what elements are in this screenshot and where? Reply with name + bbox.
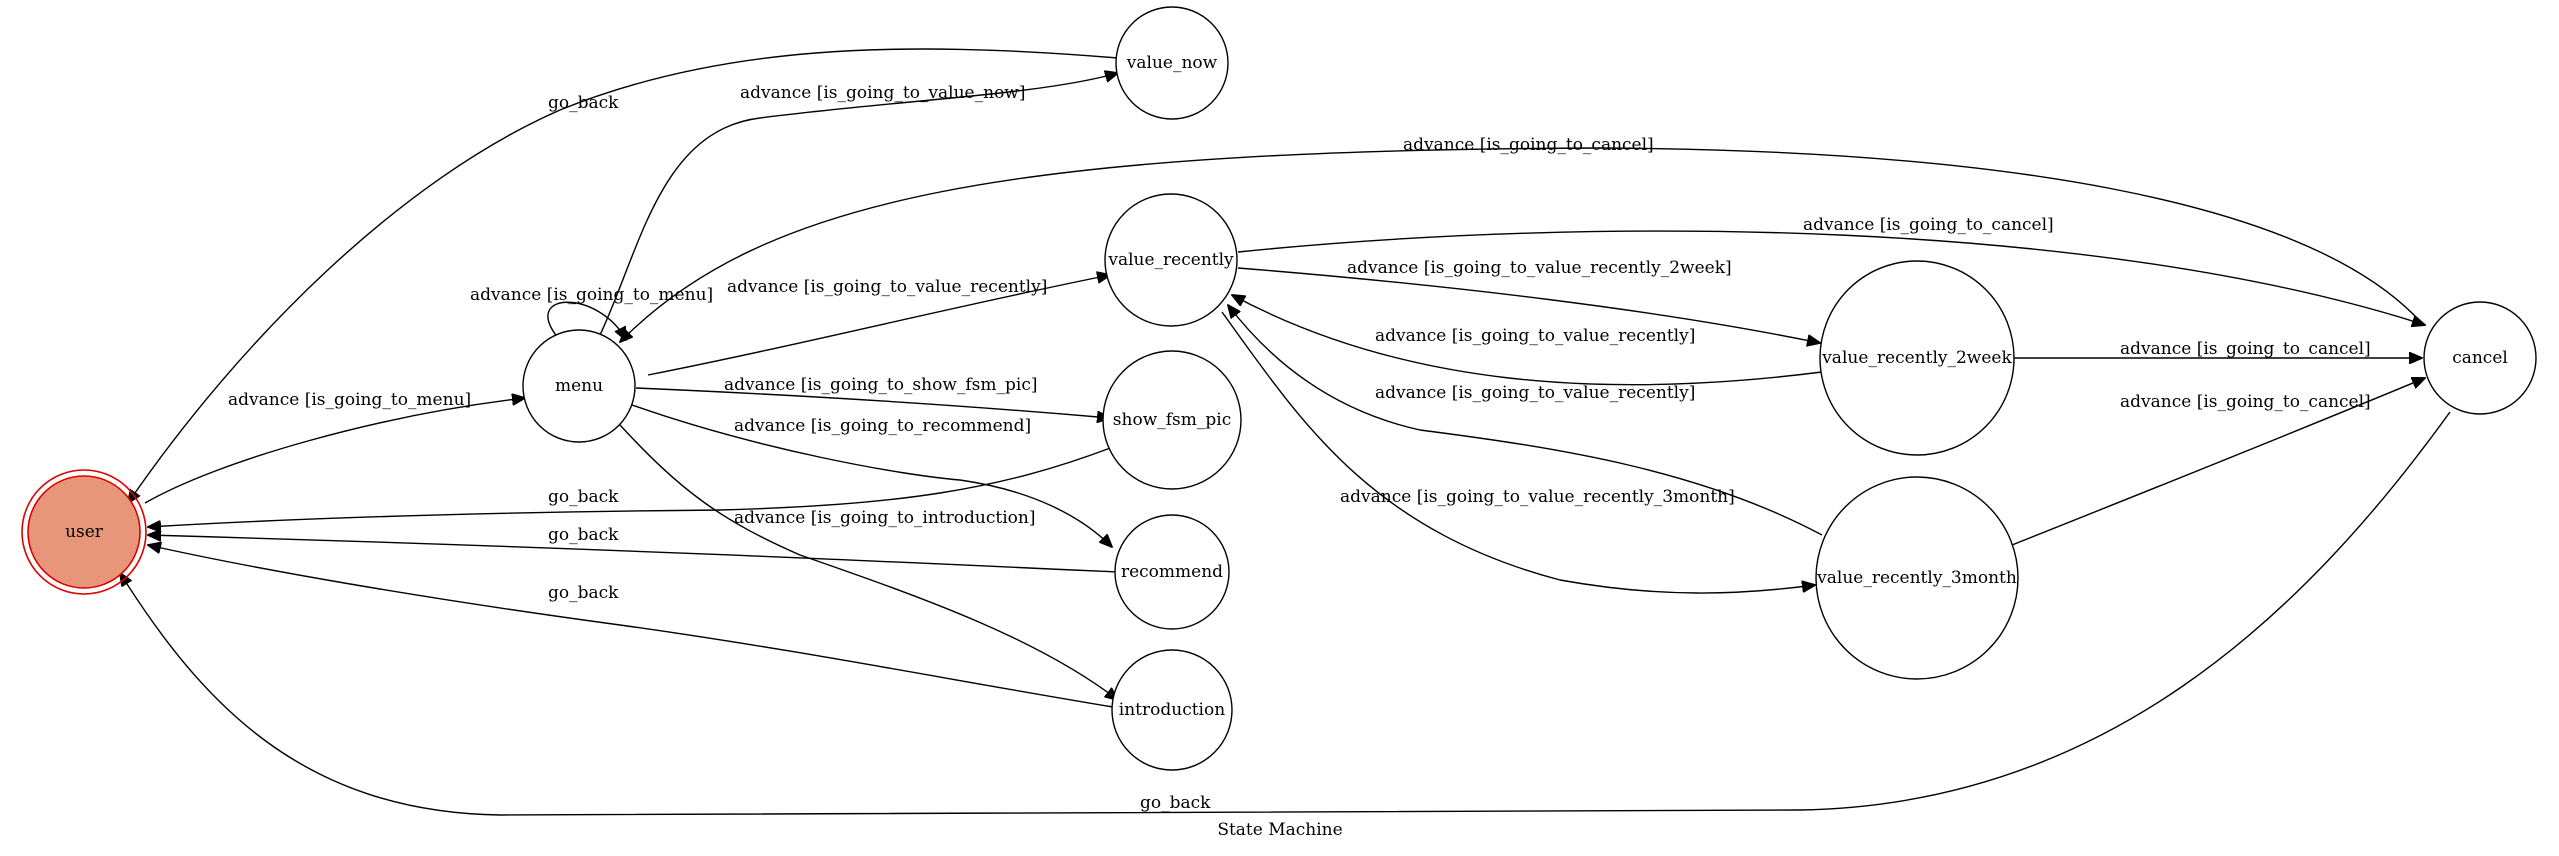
edge-label: advance [is_going_to_value_recently] bbox=[727, 277, 1047, 297]
edge-label: advance [is_going_to_menu] bbox=[228, 390, 471, 410]
edge-label: go_back bbox=[548, 93, 619, 113]
edge-menu-to-value-now: advance [is_going_to_value_now] bbox=[599, 73, 1118, 336]
edge-label: advance [is_going_to_cancel] bbox=[1803, 215, 2054, 235]
nodes: user menu value_now value_recently show_… bbox=[21, 6, 2537, 771]
state-value-now[interactable]: value_now bbox=[1115, 6, 1229, 120]
edge-recommend-to-user: go_back bbox=[148, 525, 1118, 573]
edge-label: advance [is_going_to_show_fsm_pic] bbox=[724, 375, 1038, 395]
edge-label: advance [is_going_to_recommend] bbox=[734, 416, 1031, 436]
edge-label: advance [is_going_to_introduction] bbox=[734, 508, 1035, 528]
edge-label: go_back bbox=[548, 525, 619, 545]
state-label: value_recently_3month bbox=[1816, 568, 2017, 588]
edge-label: advance [is_going_to_value_recently] bbox=[1375, 326, 1695, 346]
edge-cancel-to-user: go_back bbox=[120, 411, 2451, 816]
edge-label: advance [is_going_to_menu] bbox=[470, 285, 713, 305]
edge-label: advance [is_going_to_cancel] bbox=[2120, 392, 2371, 412]
edge-introduction-to-user: go_back bbox=[148, 545, 1114, 708]
edge-value-recently-to-cancel: advance [is_going_to_cancel] bbox=[1237, 215, 2425, 325]
edge-3month-to-cancel: advance [is_going_to_cancel] bbox=[2011, 378, 2425, 546]
edge-label: go_back bbox=[548, 583, 619, 603]
state-value-recently-2week[interactable]: value_recently_2week bbox=[1819, 260, 2015, 456]
state-introduction[interactable]: introduction bbox=[1111, 649, 1233, 771]
state-value-recently[interactable]: value_recently bbox=[1104, 193, 1238, 327]
state-label: user bbox=[65, 522, 104, 542]
edge-label: go_back bbox=[1140, 793, 1211, 813]
state-label: cancel bbox=[2452, 348, 2508, 368]
edge-label: advance [is_going_to_value_recently_2wee… bbox=[1347, 258, 1732, 278]
edge-2week-to-value-recently: advance [is_going_to_value_recently] bbox=[1232, 295, 1823, 386]
edge-menu-to-recommend: advance [is_going_to_recommend] bbox=[631, 404, 1112, 547]
state-value-recently-3month[interactable]: value_recently_3month bbox=[1815, 476, 2019, 680]
edge-label: advance [is_going_to_value_now] bbox=[740, 83, 1026, 103]
edge-value-recently-to-3month: advance [is_going_to_value_recently_3mon… bbox=[1221, 311, 1815, 594]
edge-menu-self-loop: advance [is_going_to_menu] bbox=[470, 285, 713, 340]
state-label: value_now bbox=[1126, 53, 1218, 73]
edge-2week-to-cancel: advance [is_going_to_cancel] bbox=[2012, 339, 2422, 359]
edge-value-recently-to-2week: advance [is_going_to_value_recently_2wee… bbox=[1237, 258, 1820, 343]
edge-menu-to-show-fsm-pic: advance [is_going_to_show_fsm_pic] bbox=[635, 375, 1110, 418]
edge-menu-to-value-recently: advance [is_going_to_value_recently] bbox=[647, 275, 1110, 376]
state-menu[interactable]: menu bbox=[522, 329, 636, 443]
diagram-caption: State Machine bbox=[1217, 820, 1342, 840]
edge-label: advance [is_going_to_cancel] bbox=[2120, 339, 2371, 359]
edges: advance [is_going_to_menu] advance [is_g… bbox=[120, 48, 2451, 816]
edge-label: advance [is_going_to_value_recently_3mon… bbox=[1340, 487, 1735, 507]
state-label: value_recently_2week bbox=[1821, 348, 2012, 368]
state-label: introduction bbox=[1119, 700, 1225, 720]
edge-label: go_back bbox=[548, 487, 619, 507]
edge-label: advance [is_going_to_cancel] bbox=[1403, 135, 1654, 155]
state-label: recommend bbox=[1121, 562, 1223, 582]
edge-value-now-to-user: go_back bbox=[128, 48, 1119, 503]
edge-cancel-to-menu: advance [is_going_to_cancel] bbox=[620, 135, 2416, 342]
state-label: menu bbox=[555, 376, 603, 396]
state-user[interactable]: user bbox=[21, 469, 147, 595]
edge-3month-to-value-recently: advance [is_going_to_value_recently] bbox=[1228, 305, 1823, 536]
state-recommend[interactable]: recommend bbox=[1114, 514, 1230, 630]
edge-show-fsm-pic-to-user: go_back bbox=[148, 446, 1114, 527]
edge-user-to-menu: advance [is_going_to_menu] bbox=[144, 390, 525, 504]
state-label: value_recently bbox=[1107, 250, 1234, 270]
state-label: show_fsm_pic bbox=[1113, 410, 1231, 430]
edge-label: advance [is_going_to_value_recently] bbox=[1375, 383, 1695, 403]
edge-menu-to-introduction: advance [is_going_to_introduction] bbox=[619, 424, 1118, 700]
state-show-fsm-pic[interactable]: show_fsm_pic bbox=[1102, 350, 1242, 490]
state-cancel[interactable]: cancel bbox=[2423, 301, 2537, 415]
